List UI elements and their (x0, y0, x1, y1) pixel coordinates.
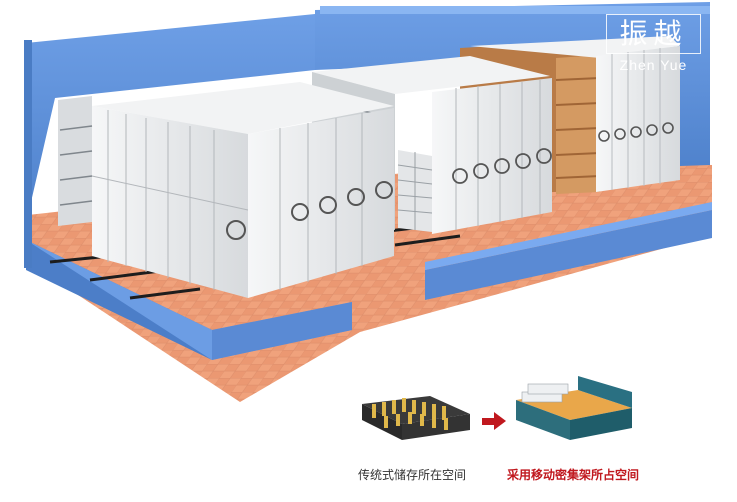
mobile-storage-caption: 采用移动密集架所占空间 (507, 468, 640, 482)
side-wall-left (24, 40, 32, 268)
zhenyue-logo: 振越 Zhen Yue (606, 14, 701, 78)
traditional-storage-caption: 传统式储存所在空间 (358, 468, 467, 482)
drawer-unit (397, 150, 433, 232)
traditional-storage-thumbnail (362, 396, 470, 440)
logo-pinyin-text: Zhen Yue (619, 57, 688, 73)
front-wall-right (425, 210, 712, 300)
logo-chinese-text: 振越 (606, 14, 701, 54)
mobile-shelving-left (91, 82, 394, 298)
left-wall-shelves (58, 96, 93, 226)
back-wall-left (26, 14, 315, 215)
mobile-shelving-right (470, 36, 680, 192)
arrow-right-icon (482, 412, 506, 430)
mobile-storage-thumbnail (516, 376, 632, 440)
